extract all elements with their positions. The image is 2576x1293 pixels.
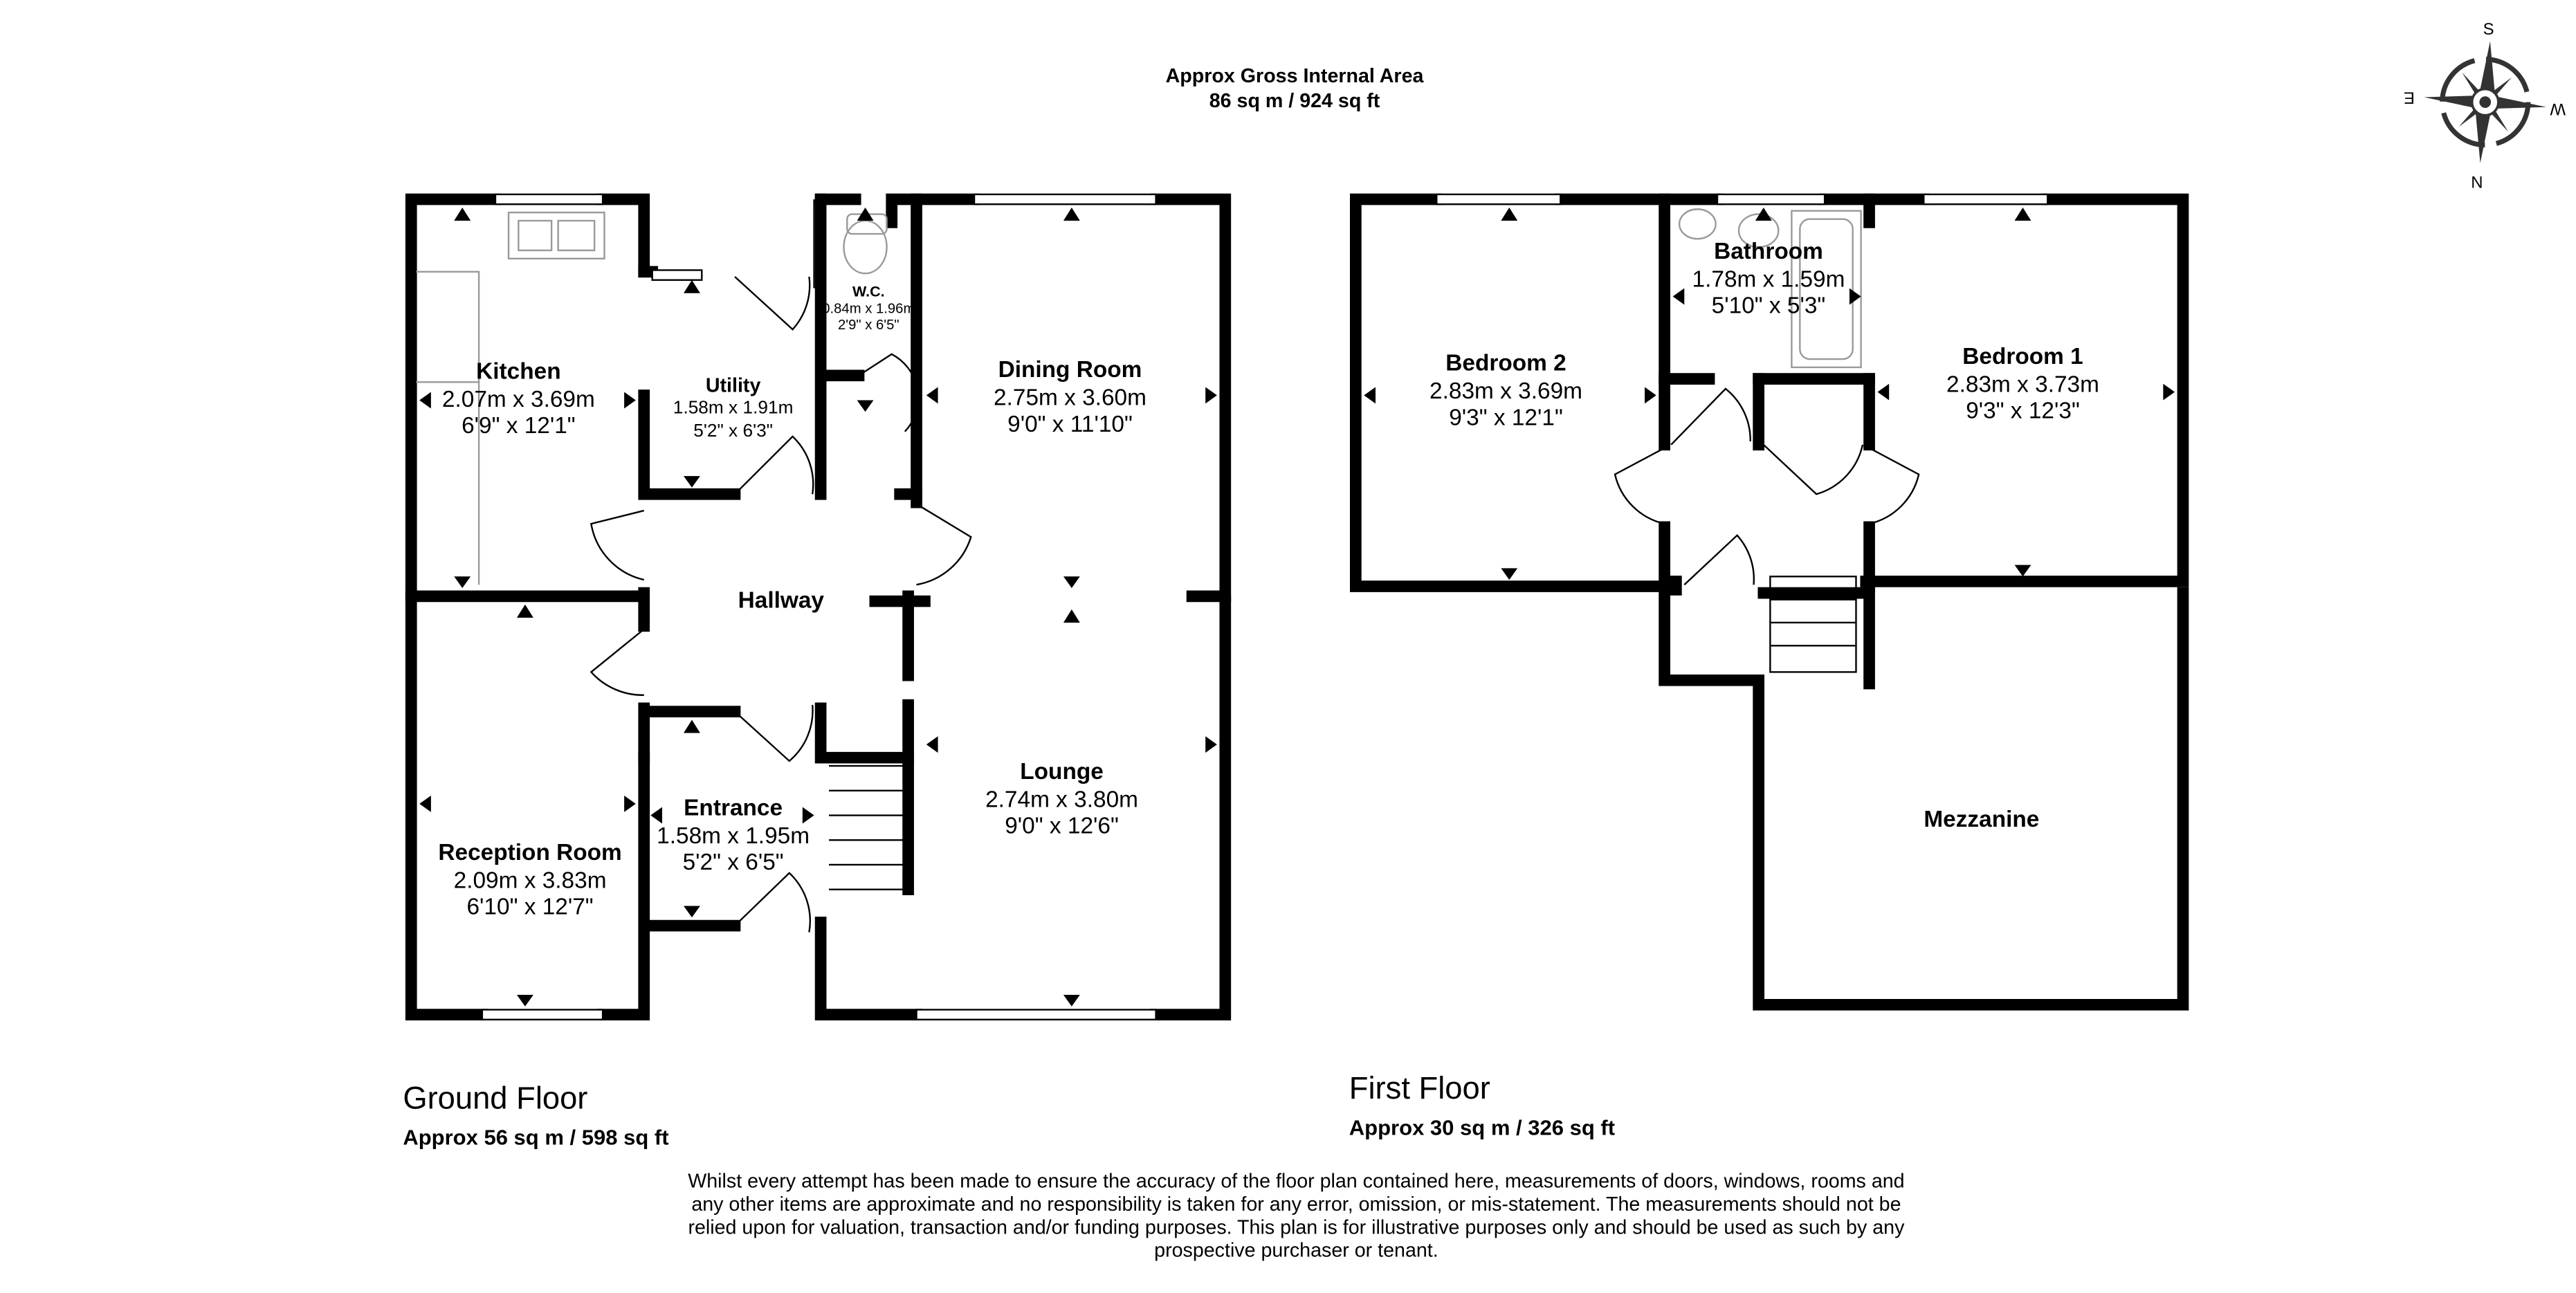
compass-n: N [2471, 173, 2483, 192]
first-floor-area: Approx 30 sq m / 326 sq ft [1349, 1115, 1615, 1139]
kitchen-name: Kitchen [476, 359, 560, 385]
sink-icon [507, 211, 605, 259]
bedroom2-metric: 2.83m x 3.69m [1429, 378, 1582, 404]
bathroom-imperial: 5'10" x 5'3" [1712, 293, 1826, 318]
disclaimer-line: Whilst every attempt has been made to en… [688, 1171, 1904, 1193]
entrance-name: Entrance [684, 796, 783, 821]
bathroom-name: Bathroom [1714, 239, 1823, 264]
stairs [829, 764, 905, 890]
reception-metric: 2.09m x 3.83m [454, 868, 607, 893]
compass-s: S [2483, 20, 2494, 39]
bedroom1-name: Bedroom 1 [1962, 344, 2083, 369]
basin-icon [1678, 208, 1717, 240]
lounge-metric: 2.74m x 3.80m [985, 787, 1138, 813]
bedroom2-imperial: 9'3" x 12'1" [1449, 405, 1563, 430]
disclaimer-line: prospective purchaser or tenant. [1154, 1240, 1438, 1262]
wc-metric: 0.84m x 1.96m [822, 301, 915, 316]
bedroom2-name: Bedroom 2 [1445, 351, 1566, 376]
utility-imperial: 5'2" x 6'3" [693, 420, 773, 441]
mezzanine-name: Mezzanine [1924, 807, 2039, 832]
compass-e: E [2404, 88, 2415, 107]
toilet-icon [843, 219, 888, 275]
reception-imperial: 6'10" x 12'7" [466, 894, 593, 919]
dining-imperial: 9'0" x 11'10" [1007, 412, 1133, 437]
ground-floor-area: Approx 56 sq m / 598 sq ft [403, 1126, 668, 1150]
wc-name: W.C. [852, 284, 885, 300]
utility-metric: 1.58m x 1.91m [673, 397, 794, 418]
bathroom-metric: 1.78m x 1.59m [1692, 266, 1845, 292]
entrance-metric: 1.58m x 1.95m [657, 823, 810, 849]
compass-icon: S N E W [2404, 20, 2566, 192]
gross-area-value: 86 sq m / 924 sq ft [1209, 90, 1380, 112]
lounge-name: Lounge [1020, 759, 1104, 785]
ground-floor-walls [405, 193, 1232, 1020]
first-floor-stairs [1769, 576, 1857, 673]
dimension-markers [419, 207, 1217, 1007]
kitchen-metric: 2.07m x 3.69m [442, 387, 595, 412]
bedroom1-metric: 2.83m x 3.73m [1946, 372, 2099, 398]
toilet-icon-upstairs [1737, 213, 1780, 248]
wc-imperial: 2'9" x 6'5" [838, 318, 899, 333]
disclaimer-line: relied upon for valuation, transaction a… [688, 1216, 1905, 1238]
first-floor-markers [1364, 207, 2175, 580]
hallway-name: Hallway [738, 588, 825, 614]
bedroom1-imperial: 9'3" x 12'3" [1966, 398, 2080, 424]
bath-icon [1791, 210, 1862, 369]
first-floor-label: First Floor [1349, 1070, 1490, 1106]
compass-w: W [2550, 100, 2566, 118]
gross-area-title: Approx Gross Internal Area [1166, 65, 1425, 87]
first-floor-walls [1349, 193, 2189, 1011]
ground-floor-label: Ground Floor [403, 1080, 587, 1115]
reception-name: Reception Room [438, 840, 621, 865]
disclaimer: Whilst every attempt has been made to en… [688, 1171, 1905, 1262]
dining-metric: 2.75m x 3.60m [994, 385, 1147, 411]
disclaimer-line: any other items are approximate and no r… [691, 1193, 1901, 1216]
lounge-imperial: 9'0" x 12'6" [1005, 814, 1119, 839]
entrance-imperial: 5'2" x 6'5" [683, 850, 784, 875]
utility-name: Utility [706, 375, 761, 397]
dining-name: Dining Room [998, 357, 1142, 383]
kitchen-imperial: 6'9" x 12'1" [462, 413, 576, 439]
